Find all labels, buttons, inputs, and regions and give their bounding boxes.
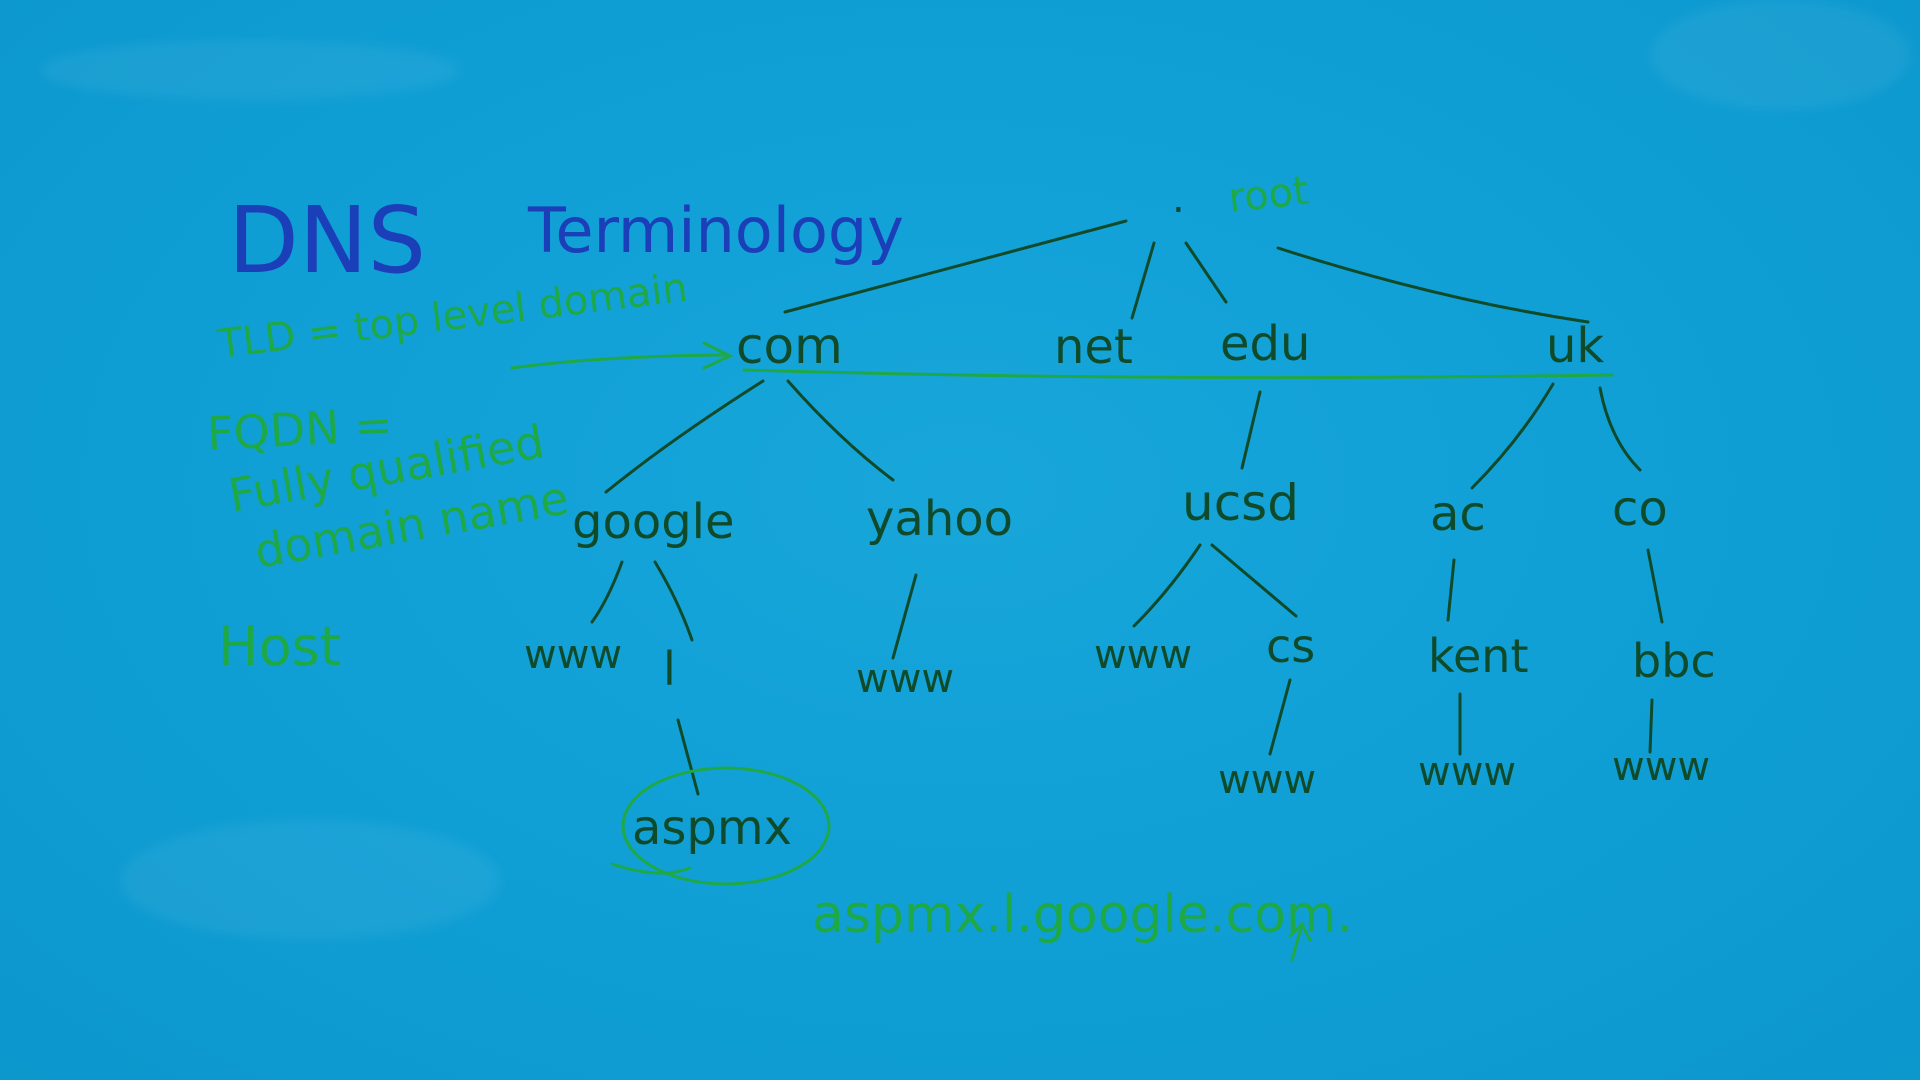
note-host: Host [218, 615, 341, 678]
edge-cs-www [1268, 678, 1292, 756]
root-dot: . [1172, 176, 1185, 222]
tld-underline [742, 368, 1614, 380]
edge-uk-co [1598, 386, 1642, 472]
smudge [40, 40, 460, 100]
node-kent: kent [1428, 629, 1529, 683]
node-ucsd: ucsd [1182, 474, 1299, 532]
aspmx-circle-tail [610, 862, 692, 875]
edge-root-com [783, 219, 1128, 314]
node-aspmx: aspmx [632, 800, 792, 856]
smudge [120, 820, 500, 940]
node-uk: uk [1546, 318, 1604, 374]
edge-root-edu [1184, 241, 1228, 304]
root-label: root [1226, 168, 1311, 222]
node-edu: edu [1220, 316, 1310, 372]
tld-arrow-line [510, 353, 730, 370]
edge-edu-ucsd [1240, 390, 1262, 470]
smudge [1650, 0, 1910, 110]
edge-google-www [590, 560, 624, 624]
node-yahoo-www: www [856, 656, 954, 702]
tld-arrow-head [702, 341, 734, 370]
edge-uk-ac [1470, 382, 1555, 490]
node-google-www: www [524, 632, 622, 678]
node-ucsd-www: www [1094, 632, 1192, 678]
edge-root-net [1130, 241, 1156, 320]
edge-yahoo-www [891, 573, 918, 660]
node-bbc-www: www [1612, 744, 1710, 790]
edge-com-yahoo [786, 379, 895, 482]
node-l: l [663, 642, 676, 696]
node-kent-www: www [1418, 749, 1516, 795]
node-yahoo: yahoo [866, 491, 1013, 547]
edge-co-bbc [1646, 548, 1664, 624]
node-net: net [1054, 319, 1133, 375]
edge-ac-kent [1446, 558, 1456, 622]
node-cs: cs [1266, 619, 1315, 673]
edge-ucsd-www [1132, 543, 1202, 628]
edge-ucsd-cs [1210, 543, 1298, 618]
fqdn-example: aspmx.l.google.com. [812, 885, 1353, 945]
title-terminology: Terminology [527, 194, 904, 267]
edge-google-l [653, 560, 694, 642]
node-ac: ac [1430, 486, 1486, 542]
title-dns: DNS [228, 187, 426, 294]
edge-bbc-www [1648, 698, 1654, 754]
fqdn-pointer-line [1290, 922, 1304, 962]
edge-root-uk [1276, 246, 1590, 324]
node-bbc: bbc [1632, 634, 1716, 688]
note-fqdn-label: FQDN = [206, 397, 394, 461]
node-cs-www: www [1218, 757, 1316, 803]
node-co: co [1612, 481, 1668, 537]
node-com: com [736, 317, 843, 375]
edge-l-aspmx [676, 718, 700, 796]
aspmx-circle [621, 766, 831, 886]
fqdn-pointer-head [1288, 921, 1312, 942]
node-google: google [572, 494, 735, 550]
edge-com-google [604, 379, 765, 494]
